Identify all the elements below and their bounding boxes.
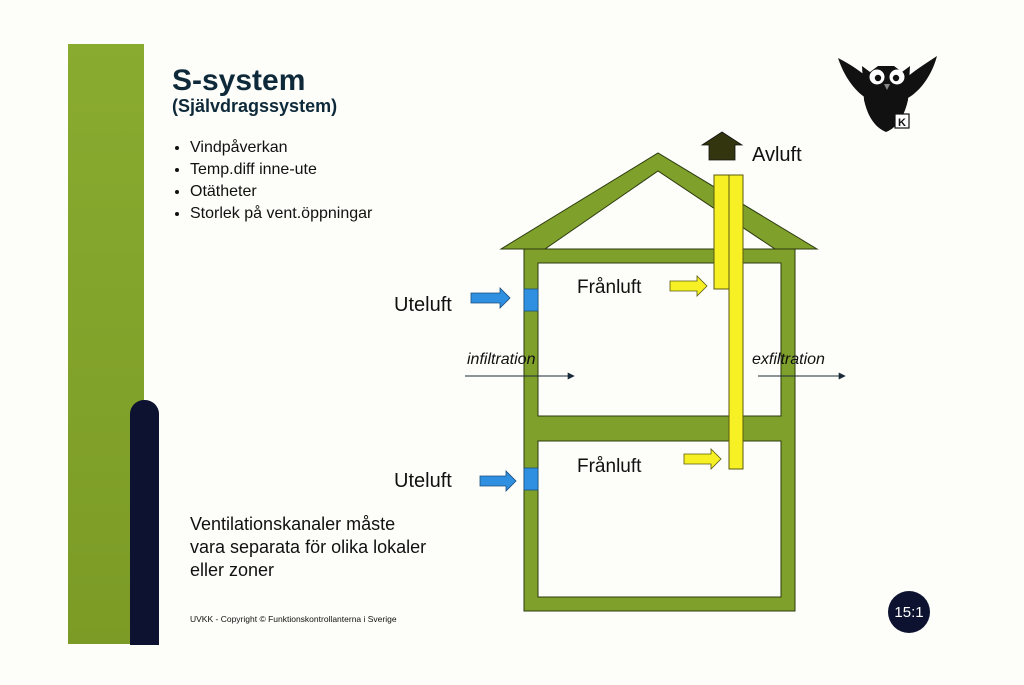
extract-air-label-upper: Frånluft xyxy=(577,277,642,298)
exhaust-up-arrow xyxy=(700,131,744,161)
exhaust-duct-upper xyxy=(713,174,730,290)
outdoor-air-label-lower: Uteluft xyxy=(394,470,452,492)
list-item: Vindpåverkan xyxy=(190,137,372,159)
logo-letter: K xyxy=(898,117,906,129)
outdoor-air-arrow-upper xyxy=(470,287,511,309)
extract-air-arrow-lower xyxy=(683,448,722,470)
intake-vent-lower xyxy=(523,467,539,491)
factor-list: Vindpåverkan Temp.diff inne-ute Otäthete… xyxy=(162,137,372,225)
copyright-text: UVKK - Copyright © Funktionskontrollante… xyxy=(190,614,397,624)
intake-vent-upper xyxy=(523,288,539,312)
extract-air-arrow-upper xyxy=(669,275,708,297)
list-item: Otätheter xyxy=(190,181,372,203)
exhaust-label: Avluft xyxy=(752,144,802,166)
outdoor-air-label-upper: Uteluft xyxy=(394,294,452,316)
list-item: Storlek på vent.öppningar xyxy=(190,203,372,225)
infiltration-label: infiltration xyxy=(467,351,536,368)
decorative-navy-bar xyxy=(130,400,159,645)
roof xyxy=(499,152,819,250)
list-item: Temp.diff inne-ute xyxy=(190,159,372,181)
decorative-green-bar xyxy=(68,44,144,644)
exfiltration-label: exfiltration xyxy=(752,351,825,368)
ventilation-note: Ventilationskanaler måste vara separata … xyxy=(190,514,427,580)
slide-title: S-system xyxy=(172,64,306,97)
page-badge: 15:1 xyxy=(888,591,930,633)
slide-subtitle: (Självdragssystem) xyxy=(172,96,338,116)
exhaust-duct-lower xyxy=(728,174,744,470)
owl-logo: K xyxy=(838,56,937,132)
extract-air-label-lower: Frånluft xyxy=(577,456,642,477)
outdoor-air-arrow-lower xyxy=(479,470,517,492)
house-walls xyxy=(523,248,796,612)
